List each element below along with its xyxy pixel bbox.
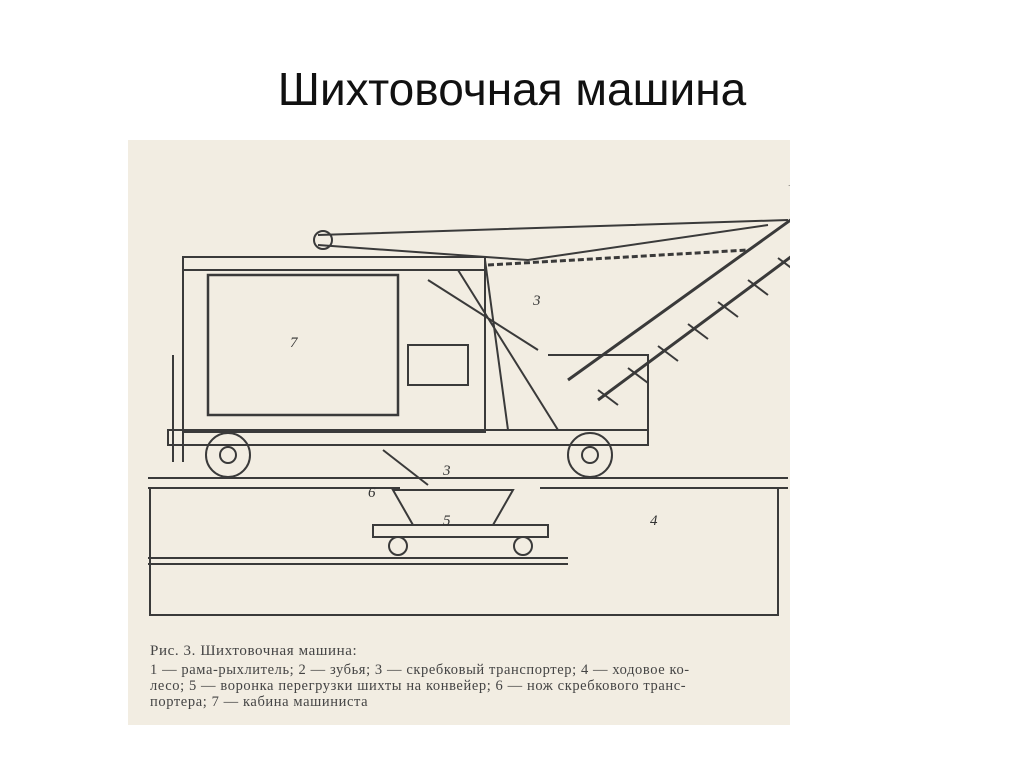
slide-title: Шихтовочная машина — [277, 63, 747, 115]
figure-caption: Рис. 3. Шихтовочная машина: 1 — рама-рых… — [150, 643, 790, 710]
cable — [317, 219, 789, 262]
caption-legend-line-1: 1 — рама-рыхлитель; 2 — зубья; 3 — скреб… — [150, 662, 690, 678]
label-6: 6 — [368, 485, 376, 501]
hopper-5 — [391, 489, 515, 526]
cart-wheel-left — [388, 536, 408, 556]
ground-line — [148, 477, 788, 489]
label-1: 1 — [788, 174, 790, 190]
cart-wheel-right — [513, 536, 533, 556]
label-3a: 3 — [532, 293, 541, 309]
label-4: 4 — [650, 513, 658, 529]
wheel-right — [567, 432, 613, 478]
lower-rail — [148, 557, 568, 565]
pit — [149, 488, 779, 616]
cart — [372, 524, 549, 538]
machine-drawing: 1 2 3 3 4 5 6 7 — [128, 140, 790, 725]
boom-1 — [567, 218, 790, 402]
chain — [487, 248, 749, 267]
label-5: 5 — [443, 513, 451, 529]
ladder — [172, 355, 184, 462]
wheels — [205, 432, 613, 478]
label-3b: 3 — [442, 463, 451, 479]
cabin-7 — [206, 273, 400, 417]
wheel-left — [205, 432, 251, 478]
scraper-3 — [407, 344, 469, 386]
caption-legend-line-2: лесо; 5 — воронка перегрузки шихты на ко… — [150, 678, 687, 694]
boom-teeth — [597, 257, 790, 406]
label-7: 7 — [290, 335, 299, 351]
caption-legend-line-3: портера; 7 — кабина машиниста — [150, 694, 369, 710]
caption-heading: Рис. 3. Шихтовочная машина: — [150, 643, 358, 659]
machine-diagram: 1 2 3 3 4 5 6 7 — [148, 174, 790, 616]
cabin-frame — [182, 256, 486, 433]
knife-6 — [382, 449, 429, 486]
frame-top — [167, 269, 649, 446]
pulley — [313, 230, 333, 250]
truss — [427, 259, 649, 431]
